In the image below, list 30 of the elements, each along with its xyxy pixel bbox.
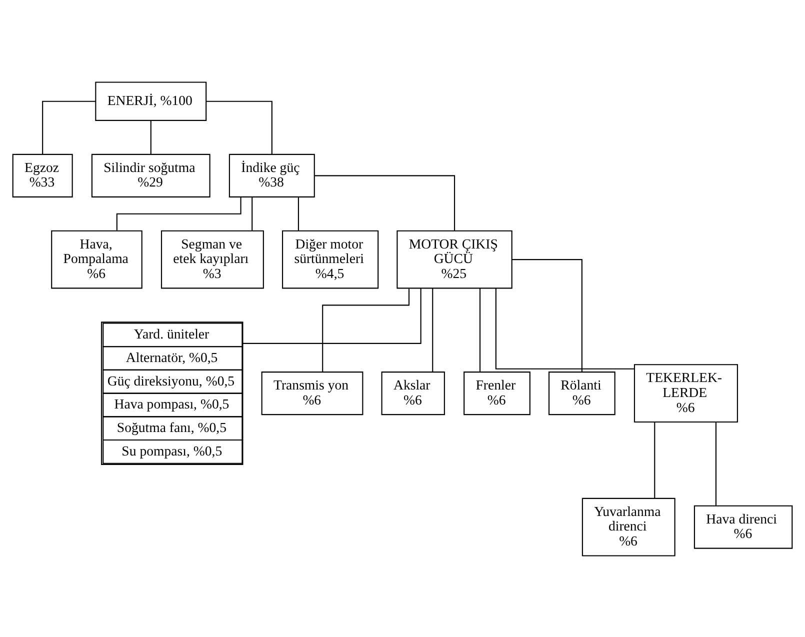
connector xyxy=(298,196,299,230)
connector xyxy=(42,100,96,154)
node-box: Rölanti %6 xyxy=(548,371,616,415)
node-box: Transmis yon %6 xyxy=(261,371,364,415)
connector xyxy=(242,288,422,344)
node-box: Diğer motor sürtünmeleri %4,5 xyxy=(282,230,379,288)
node-box: Frenler %6 xyxy=(464,371,530,415)
node-box: TEKERLEK- LERDE %6 xyxy=(634,364,738,422)
node-box: Hava, Pompalama %6 xyxy=(51,230,142,288)
connector xyxy=(479,288,481,372)
connector xyxy=(322,288,410,372)
node-box: Akslar %6 xyxy=(381,371,445,415)
connector xyxy=(495,288,634,369)
node-box: Egzoz %33 xyxy=(12,153,73,197)
node-box: Segman ve etek kayıpları %3 xyxy=(160,230,264,288)
node-box: ENERJİ, %100 xyxy=(95,81,207,120)
connector xyxy=(432,288,434,372)
node-box: İndike güç %38 xyxy=(228,153,315,197)
connector xyxy=(654,422,656,498)
node-box: MOTOR ÇIKIŞ GÜCÜ %25 xyxy=(396,230,512,288)
node-box: Yuvarlanma direnci %6 xyxy=(582,497,676,556)
connector xyxy=(252,196,253,230)
connector xyxy=(116,196,242,230)
connector xyxy=(715,422,716,505)
connector xyxy=(314,174,456,230)
connector xyxy=(150,120,152,154)
connector xyxy=(512,258,582,372)
connector xyxy=(206,100,272,154)
node-box: Silindir soğutma %29 xyxy=(91,153,210,197)
node-box: Hava direnci %6 xyxy=(694,504,793,548)
